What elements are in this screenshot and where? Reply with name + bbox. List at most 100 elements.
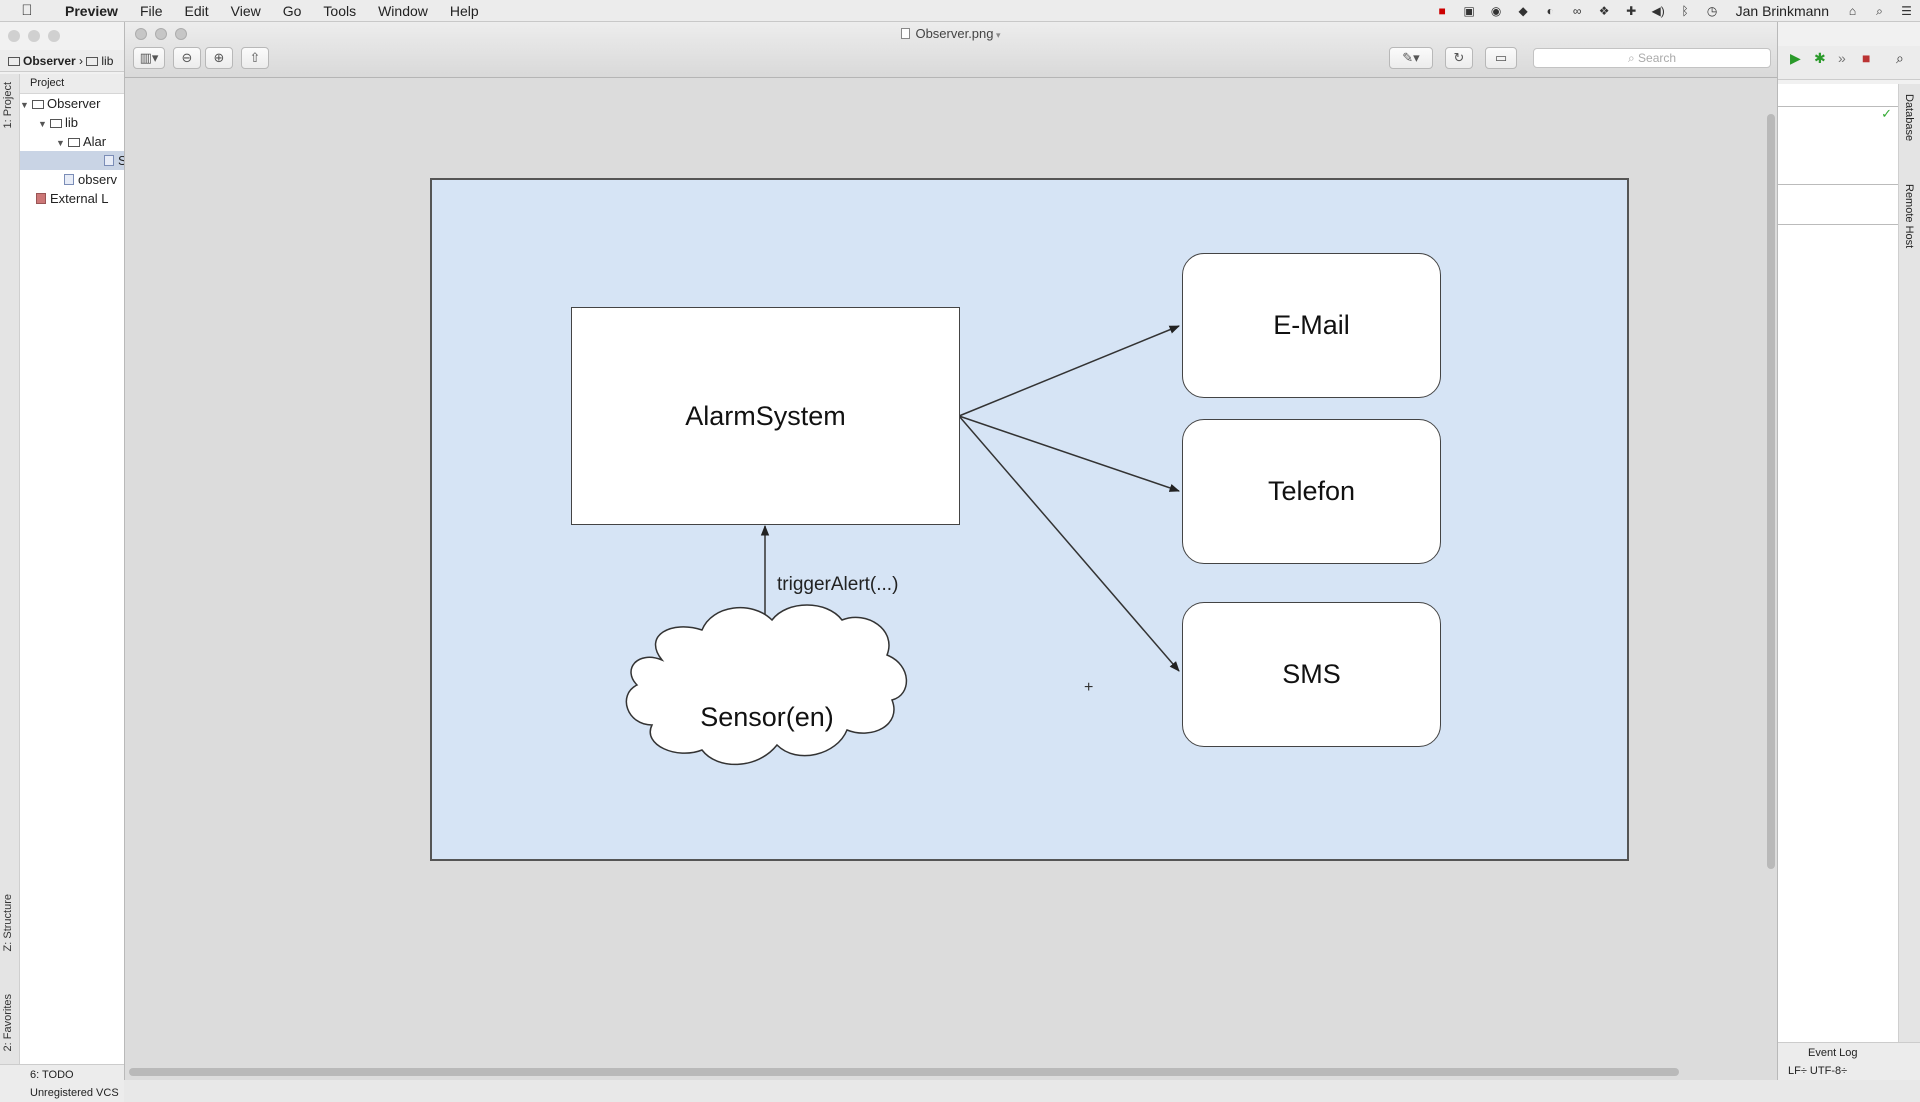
coverage-icon[interactable]: » [1838,50,1846,66]
tree-item-selected-file[interactable]: S [20,151,124,170]
right-tool-strip: Database Remote Host [1898,84,1920,1064]
apple-menu-icon[interactable]:  [0,2,54,19]
search-everywhere-icon[interactable]: ⌕ [1896,50,1904,66]
notification-center-icon[interactable]: ☰ [1901,4,1912,18]
evernote-icon[interactable]: ◆ [1518,4,1528,18]
tab-database[interactable]: Database [1903,94,1915,142]
expand-icon[interactable]: ▼ [56,138,65,148]
observer-diagram: AlarmSystem E-Mail Telefon SMS Sensor(en… [430,178,1629,861]
ide-zoom-icon[interactable] [48,30,60,42]
toolbox-button[interactable]: ▭ [1485,47,1517,69]
tree-label: Observer [47,96,101,111]
node-label: Telefon [1267,476,1356,506]
tab-remote-host[interactable]: Remote Host [1903,184,1915,249]
record-icon[interactable]: ■ [1438,4,1446,18]
leaf-icon[interactable]: ◐ [1546,4,1554,18]
tree-item-observer[interactable]: ▼ Observer [20,94,124,113]
ide-minimize-icon[interactable] [28,30,40,42]
search-input[interactable]: ⌕ Search [1533,48,1771,68]
event-log-tab[interactable]: Event Log [1808,1047,1858,1059]
search-placeholder: Search [1638,51,1677,65]
rotate-button[interactable]: ↻ [1445,47,1473,69]
tree-label: observ [78,172,118,187]
preview-window: Observer.png ▾ ▥▾ ⊖ ⊕ ⇧ ✎▾ ↻ ▭ ⌕ Search [124,22,1778,1080]
ide-close-icon[interactable] [8,30,20,42]
tree-item-observer-file[interactable]: observ [20,170,124,189]
breadcrumb-lib[interactable]: lib [101,54,114,68]
tree-label: lib [65,115,79,130]
chevron-down-icon[interactable]: ▾ [993,30,1001,40]
ide-right-status: Event Log LF÷ UTF-8÷ [1778,1042,1920,1080]
window-title[interactable]: Observer.png ▾ [125,26,1777,41]
crosshair-cursor-icon: + [1084,679,1094,696]
zoom-out-button[interactable]: ⊖ [173,47,201,69]
ide-right-panel: ✓ [1778,84,1898,1064]
share-button[interactable]: ⇧ [241,47,269,69]
breadcrumb: Observer › lib [0,50,124,72]
stop-icon[interactable]: ■ [1862,50,1871,66]
vertical-scrollbar[interactable] [1767,114,1775,869]
ide-window-controls [8,30,60,42]
preview-titlebar: Observer.png ▾ ▥▾ ⊖ ⊕ ⇧ ✎▾ ↻ ▭ ⌕ Search [125,22,1777,78]
horizontal-scrollbar[interactable] [129,1068,1679,1076]
edge-alarm-sms [958,415,1180,672]
todo-tab[interactable]: 6: TODO [30,1069,74,1081]
zoom-in-icon: ⊕ [213,50,225,65]
sidebar-icon: ▥▾ [139,50,159,65]
tree-label: S [118,153,124,168]
sidebar-toggle-button[interactable]: ▥▾ [133,47,165,69]
menu-help[interactable]: Help [449,2,479,19]
tab-favorites[interactable]: 2: Favorites [2,994,14,1052]
tree-item-lib[interactable]: ▼ lib [20,113,124,132]
dropbox-icon[interactable]: ❖ [1598,4,1610,18]
zoom-in-button[interactable]: ⊕ [205,47,233,69]
breadcrumb-separator-icon: › [79,54,87,68]
debug-icon[interactable]: ✱ [1814,50,1826,66]
menu-go[interactable]: Go [282,2,302,19]
bookmark-icon[interactable]: ▣ [1463,4,1475,18]
zoom-icon[interactable] [175,28,187,40]
search-icon: ⌕ [1627,51,1639,65]
node-telefon: Telefon [1182,419,1441,564]
onepassword-icon[interactable]: ◉ [1490,4,1502,18]
php-file-icon [104,155,114,166]
breadcrumb-observer[interactable]: Observer [23,54,76,68]
user-name[interactable]: Jan Brinkmann [1735,3,1829,19]
folder-icon [8,57,20,66]
check-icon: ✓ [1881,106,1892,121]
menu-app-preview[interactable]: Preview [65,2,118,19]
time-machine-icon[interactable]: ◷ [1706,4,1718,18]
node-label: E-Mail [1273,310,1350,340]
menu-edit[interactable]: Edit [184,2,209,19]
tree-item-alarm[interactable]: ▼Alar [20,132,124,151]
expand-icon[interactable]: ▼ [38,119,47,129]
encoding-status[interactable]: LF÷ UTF-8÷ [1788,1065,1848,1077]
edge-label-trigger-alert: triggerAlert(...) [777,574,899,595]
menu-file[interactable]: File [139,2,163,19]
ide-right-pane: ▶ ✱ » ■ ⌕ ✓ Database Remote Host Event L… [1778,22,1920,1080]
run-icon[interactable]: ▶ [1790,50,1801,66]
edge-alarm-email [958,325,1180,417]
tab-structure[interactable]: Z: Structure [2,894,14,952]
project-header[interactable]: Project [20,74,124,94]
plugin-icon[interactable]: ✚ [1626,4,1637,18]
spotlight-icon[interactable]: ⌕ [1876,3,1883,18]
volume-icon[interactable]: ◀) [1651,4,1665,18]
node-label: AlarmSystem [685,400,846,431]
creative-cloud-icon[interactable]: ∞ [1572,4,1582,18]
menu-tools[interactable]: Tools [323,2,357,19]
menu-view[interactable]: View [230,2,261,19]
menu-window[interactable]: Window [378,2,428,19]
expand-icon[interactable]: ▼ [20,100,29,110]
menu-bar:  Preview File Edit View Go Tools Window… [0,0,1920,22]
tree-item-external-libraries[interactable]: External L [20,189,124,208]
bluetooth-icon[interactable]: ᛒ [1681,4,1689,18]
close-icon[interactable] [135,28,147,40]
lock-icon[interactable]: ⌂ [1848,4,1857,18]
minimize-icon[interactable] [155,28,167,40]
ide-left-pane: Observer › lib 1: Project Z: Structure 2… [0,22,124,1102]
tree-label: External L [50,191,109,206]
markup-button[interactable]: ✎▾ [1389,47,1433,69]
tab-project[interactable]: 1: Project [2,82,14,129]
node-sms: SMS [1182,602,1441,747]
